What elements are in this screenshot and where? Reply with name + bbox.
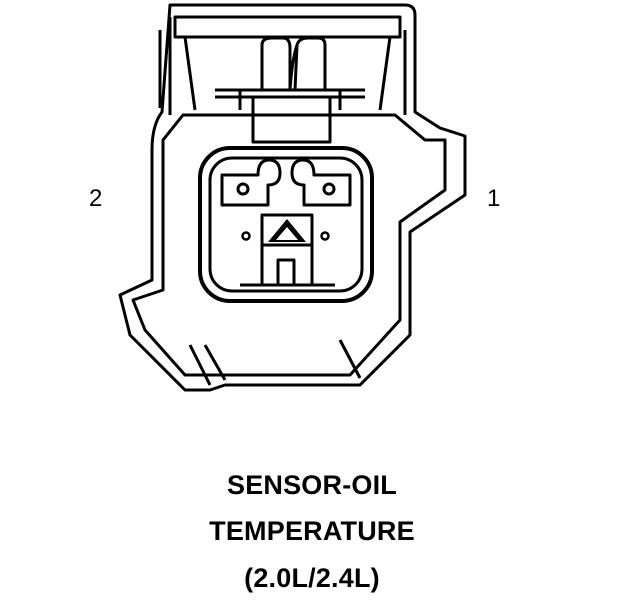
pin-1-label: 1 <box>487 185 501 212</box>
alignment-hole-right <box>320 231 330 241</box>
latch-arm-right <box>293 36 327 91</box>
alignment-hole-left <box>241 231 251 241</box>
caption-line-2: TEMPERATURE <box>209 516 415 546</box>
housing-foot-right <box>338 339 362 379</box>
latch-base <box>251 95 332 144</box>
caption-line-1: SENSOR-OIL <box>226 470 397 500</box>
housing-foot-left <box>188 344 227 386</box>
terminal-1-outline <box>290 158 352 207</box>
latch-arm-left <box>260 36 292 90</box>
terminal-cavity-inner <box>208 156 364 293</box>
terminal-1-contact <box>322 182 336 196</box>
terminal-cavity-outer <box>198 146 374 303</box>
terminal-2-outline <box>220 158 282 207</box>
connector-housing-inner <box>131 113 447 377</box>
pin-2-label: 2 <box>89 185 103 212</box>
caption-line-3: (2.0L/2.4L) <box>244 563 380 593</box>
connector-housing-outer <box>118 3 467 392</box>
latch-frame <box>173 15 402 39</box>
terminal-2-contact <box>236 182 250 196</box>
